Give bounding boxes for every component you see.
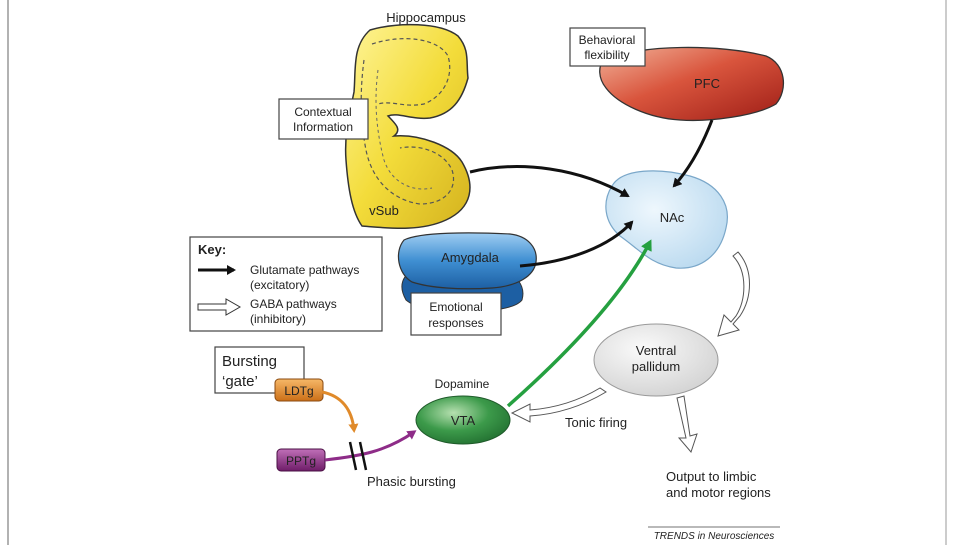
key-box [189, 236, 383, 332]
bursting-line2: ‘gate’ [222, 373, 258, 390]
behavioral-line1: Behavioral [579, 33, 636, 47]
key-glutamate-line2: (excitatory) [250, 278, 309, 292]
key-glutamate-line1: Glutamate pathways [250, 263, 359, 277]
arrow-vsub-to-nac [469, 165, 630, 198]
amygdala-label: Amygdala [441, 250, 500, 265]
emotional-line2: responses [428, 316, 483, 330]
gate-bar-left [348, 441, 358, 471]
ldtg-region [274, 378, 324, 402]
ventral-pallidum-line1: Ventral [636, 343, 677, 358]
contextual-line1: Contextual [294, 105, 351, 119]
vta-region [415, 395, 511, 445]
gate-bar-right [358, 441, 368, 471]
contextual-line2: Information [293, 120, 353, 134]
arrow-vta-to-nac-dopamine [506, 239, 652, 408]
behavioral-flexibility-box [569, 27, 646, 67]
arrow-pfc-to-nac [672, 119, 714, 188]
vsub-label: vSub [369, 203, 399, 218]
arrow-amygdala-to-nac [519, 220, 634, 268]
source-label: TRENDS in Neurosciences [654, 531, 775, 542]
arrow-pptg-to-vta [324, 430, 417, 462]
arrow-ldtg-to-gate [321, 390, 359, 433]
ldtg-label: LDTg [284, 384, 313, 398]
emotional-line1: Emotional [429, 300, 482, 314]
pfc-label: PFC [694, 76, 720, 91]
pfc-region [599, 46, 785, 122]
phasic-bursting-label: Phasic bursting [367, 474, 456, 489]
bursting-line1: Bursting [222, 353, 277, 370]
emotional-responses-box [410, 292, 502, 336]
nac-label: NAc [660, 210, 685, 225]
hippocampus-label: Hippocampus [386, 10, 466, 25]
ventral-pallidum-line2: pallidum [632, 359, 680, 374]
output-line2: and motor regions [666, 485, 771, 500]
key-gaba-line1: GABA pathways [250, 297, 337, 311]
tonic-firing-label: Tonic firing [565, 415, 627, 430]
arrow-nac-to-vp [717, 251, 750, 337]
contextual-information-box [278, 98, 369, 140]
hippocampus-region [344, 23, 471, 229]
vta-label: VTA [451, 413, 476, 428]
key-gaba-arrow [197, 298, 242, 316]
arrow-vp-output [676, 395, 698, 453]
ventral-pallidum-region [593, 323, 719, 397]
dopamine-label: Dopamine [435, 377, 490, 391]
output-line1: Output to limbic [666, 469, 757, 484]
arrow-vp-to-vta [510, 387, 607, 423]
behavioral-line2: flexibility [584, 48, 629, 62]
key-title: Key: [198, 242, 226, 257]
key-gaba-line2: (inhibitory) [250, 312, 306, 326]
nac-region [605, 170, 728, 269]
pptg-label: PPTg [286, 454, 316, 468]
